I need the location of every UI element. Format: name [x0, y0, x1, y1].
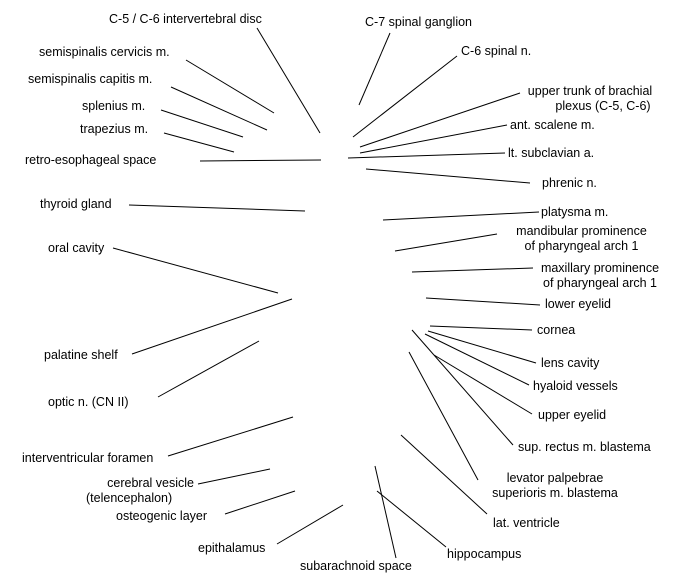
label-upper-trunk-line-1: upper trunk of brachial: [527, 84, 653, 98]
label-cornea: cornea: [537, 323, 576, 337]
label-levator-line-2: superioris m. blastema: [492, 486, 618, 500]
leader-line-palatine-shelf: [131, 298, 293, 355]
label-upper-eyelid: upper eyelid: [538, 408, 607, 422]
leader-line-optic-nerve: [157, 340, 260, 398]
label-interventricular-foramen: interventricular foramen: [22, 451, 154, 465]
label-cerebral-vesicle: cerebral vesicle (telencephalon): [86, 476, 194, 506]
label-hippocampus: hippocampus: [447, 547, 522, 561]
leader-line-maxillary: [411, 267, 534, 273]
label-splenius: splenius m.: [82, 99, 146, 113]
label-upper-trunk-line-2: plexus (C-5, C-6): [555, 99, 651, 113]
label-lt-subclavian-artery: lt. subclavian a.: [508, 146, 595, 160]
label-cerebral-vesicle-line-2: (telencephalon): [86, 491, 173, 505]
leader-line-osteogenic: [224, 490, 296, 515]
leader-line-subarachnoid: [374, 465, 397, 559]
leader-line-semispinalis-capitis: [170, 86, 268, 131]
label-maxillary-line-2: of pharyngeal arch 1: [543, 276, 657, 290]
leader-line-epithalamus: [276, 504, 344, 545]
label-mandibular-line-1: mandibular prominence: [516, 224, 647, 238]
label-levator-line-1: levator palpebrae: [506, 471, 604, 485]
label-osteogenic-layer: osteogenic layer: [116, 509, 208, 523]
label-lat-ventricle: lat. ventricle: [493, 516, 560, 530]
label-levator-palpebrae-blastema: levator palpebrae superioris m. blastema: [480, 471, 630, 501]
leader-line-lat-ventricle: [400, 434, 488, 515]
label-epithalamus: epithalamus: [198, 541, 266, 555]
leader-line-c5c6-disc: [256, 27, 321, 134]
leader-line-thyroid: [128, 204, 306, 212]
leader-line-platysma: [382, 211, 540, 221]
label-upper-trunk-brachial-plexus: upper trunk of brachial plexus (C-5, C-6…: [515, 84, 665, 114]
leader-line-c7-ganglion: [358, 32, 391, 106]
leader-line-hippocampus: [376, 490, 447, 548]
leader-line-upper-eyelid: [433, 354, 533, 415]
leader-line-ant-scalene: [359, 124, 508, 154]
leader-line-c6-nerve: [352, 55, 458, 138]
label-thyroid-gland: thyroid gland: [40, 197, 112, 211]
label-semispinalis-capitis: semispinalis capitis m.: [28, 72, 153, 86]
leader-line-mandibular: [394, 233, 498, 252]
label-semispinalis-cervicis: semispinalis cervicis m.: [39, 45, 170, 59]
label-platysma: platysma m.: [541, 205, 609, 219]
leader-line-lens-cavity: [427, 330, 537, 364]
label-c7-spinal-ganglion: C-7 spinal ganglion: [365, 15, 473, 29]
label-mandibular-prominence: mandibular prominence of pharyngeal arch…: [500, 224, 663, 254]
leader-line-cerebral-vesicle: [197, 468, 271, 485]
leader-line-hyaloid: [424, 333, 530, 386]
leader-line-oral-cavity: [112, 247, 279, 294]
label-palatine-shelf: palatine shelf: [44, 348, 118, 362]
label-maxillary-prominence: maxillary prominence of pharyngeal arch …: [533, 261, 667, 291]
label-hyaloid-vessels: hyaloid vessels: [533, 379, 618, 393]
label-lower-eyelid: lower eyelid: [545, 297, 612, 311]
label-retro-esophageal-space: retro-esophageal space: [25, 153, 157, 167]
leader-line-interventricular: [167, 416, 294, 457]
leader-line-cornea: [429, 325, 533, 331]
leader-line-splenius: [160, 109, 244, 138]
label-mandibular-line-2: of pharyngeal arch 1: [524, 239, 639, 253]
leader-line-phrenic: [365, 168, 531, 184]
leader-line-semispinalis-cervicis: [185, 59, 275, 114]
label-c6-spinal-nerve: C-6 spinal n.: [461, 44, 532, 58]
label-phrenic-nerve: phrenic n.: [542, 176, 597, 190]
label-cerebral-vesicle-line-1: cerebral vesicle: [107, 476, 194, 490]
label-oral-cavity: oral cavity: [48, 241, 105, 255]
leader-line-trapezius: [163, 132, 235, 153]
label-sup-rectus-blastema: sup. rectus m. blastema: [518, 440, 651, 454]
label-lens-cavity: lens cavity: [541, 356, 600, 370]
leader-line-levator: [408, 351, 479, 481]
leader-line-retro-esophageal: [199, 159, 322, 162]
label-ant-scalene: ant. scalene m.: [510, 118, 595, 132]
label-c5c6-intervertebral-disc: C-5 / C-6 intervertebral disc: [109, 12, 262, 26]
leader-line-upper-trunk: [359, 92, 521, 148]
leader-line-subclavian: [347, 152, 506, 159]
label-optic-nerve: optic n. (CN II): [48, 395, 129, 409]
label-maxillary-line-1: maxillary prominence: [540, 261, 660, 275]
leader-line-lower-eyelid: [425, 297, 541, 306]
label-subarachnoid-space: subarachnoid space: [300, 559, 412, 573]
leader-line-sup-rectus: [411, 329, 514, 446]
label-trapezius: trapezius m.: [80, 122, 149, 136]
